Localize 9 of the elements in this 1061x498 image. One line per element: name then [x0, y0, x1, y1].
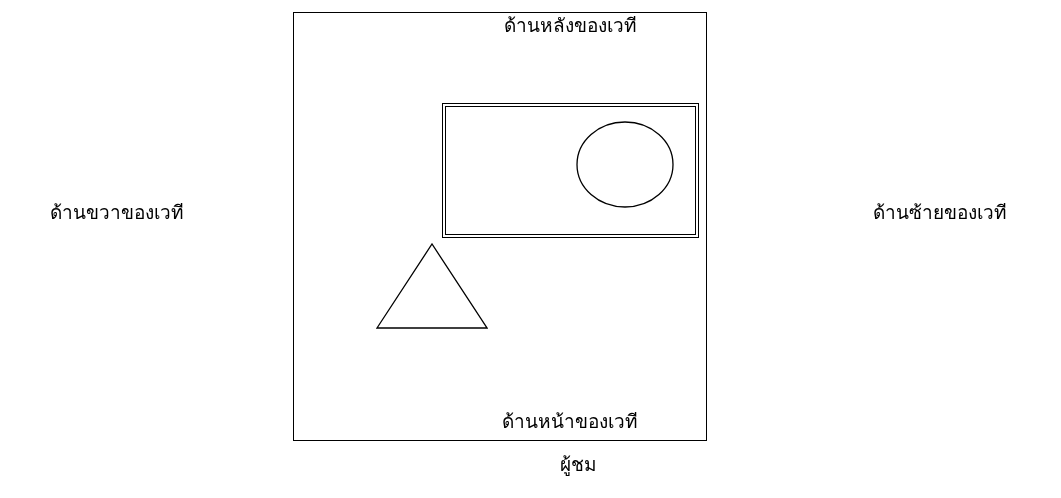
triangle-shape [376, 243, 488, 329]
stage-outline [293, 12, 707, 441]
audience-label: ผู้ชม [559, 452, 597, 477]
side-label: ด้านซ้ายของเวที [873, 200, 1007, 225]
stage-side-label: ด้านหลังของเวที [503, 13, 637, 38]
stage-side-label: ด้านหน้าของเวที [502, 409, 638, 434]
table-rectangle [442, 103, 699, 238]
circle-shape [576, 121, 674, 208]
side-label: ด้านขวาของเวที [50, 200, 184, 225]
